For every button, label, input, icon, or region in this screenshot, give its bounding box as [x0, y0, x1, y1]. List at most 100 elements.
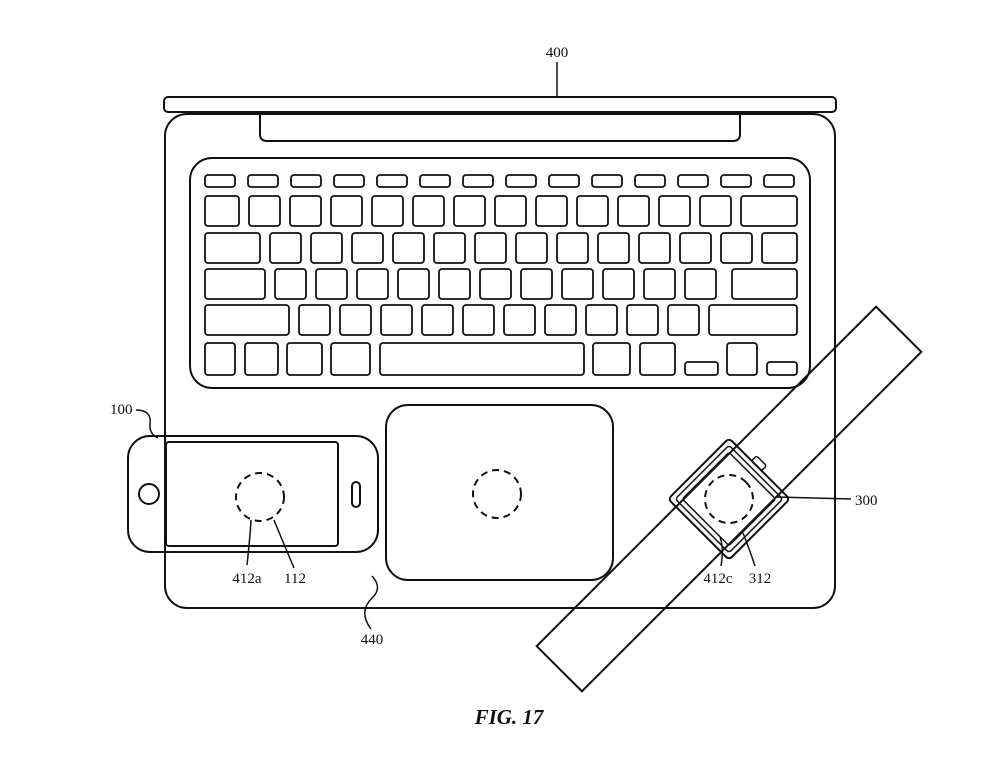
keyboard-key-11 [678, 175, 708, 187]
watch-crown [752, 456, 767, 471]
keyboard-key-5 [420, 175, 450, 187]
watch-case-inner [675, 445, 782, 552]
keyboard-key-33 [434, 233, 465, 263]
keyboard-key-39 [680, 233, 711, 263]
keyboard-key-4 [377, 175, 407, 187]
keyboard-key-46 [398, 269, 429, 299]
keyboard-key-29 [270, 233, 301, 263]
phone [128, 436, 378, 552]
phone-speaker [352, 482, 360, 507]
trackpad-coil-circle [473, 470, 521, 518]
figure-caption: FIG. 17 [474, 705, 545, 729]
keyboard-key-52 [644, 269, 675, 299]
keyboard-key-69 [287, 343, 322, 375]
keyboard-key-42 [205, 269, 265, 299]
label-412a: 412a [232, 571, 262, 587]
keyboard-key-43 [275, 269, 306, 299]
keyboard-key-48 [480, 269, 511, 299]
leader-300 [776, 497, 851, 499]
keyboard-key-27 [741, 196, 797, 226]
keyboard-key-62 [545, 305, 576, 335]
keyboard-key-71 [380, 343, 584, 375]
keyboard-key-58 [381, 305, 412, 335]
keyboard-key-21 [495, 196, 526, 226]
keyboard-key-63 [586, 305, 617, 335]
keyboard-key-44 [316, 269, 347, 299]
label-412c: 412c [703, 571, 733, 587]
keyboard-key-19 [413, 196, 444, 226]
keyboard-key-30 [311, 233, 342, 263]
keyboard-key-28 [205, 233, 260, 263]
keyboard-key-73 [640, 343, 675, 375]
keyboard-key-18 [372, 196, 403, 226]
keyboard-key-64 [627, 305, 658, 335]
keyboard-key-60 [463, 305, 494, 335]
keyboard-key-20 [454, 196, 485, 226]
label-100: 100 [110, 402, 133, 418]
leader-312 [743, 533, 755, 566]
keyboard-key-59 [422, 305, 453, 335]
keyboard-key-55 [205, 305, 289, 335]
keyboard-key-38 [639, 233, 670, 263]
label-440: 440 [361, 632, 384, 648]
label-300: 300 [855, 493, 878, 509]
label-112: 112 [284, 571, 306, 587]
keyboard-key-47 [439, 269, 470, 299]
keyboard-key-45 [357, 269, 388, 299]
keyboard-key-17 [331, 196, 362, 226]
keyboard-key-13 [764, 175, 794, 187]
keyboard-key-14 [205, 196, 239, 226]
keyboard-key-12 [721, 175, 751, 187]
keyboard-key-34 [475, 233, 506, 263]
keyboard-key-32 [393, 233, 424, 263]
keyboard-key-68 [245, 343, 278, 375]
leader-112 [274, 520, 294, 568]
laptop-hinge [260, 114, 740, 141]
label-400: 400 [546, 45, 569, 61]
keyboard-key-8 [549, 175, 579, 187]
keyboard-key-7 [506, 175, 536, 187]
keyboard-keys [205, 175, 797, 375]
keyboard-key-0 [205, 175, 235, 187]
keyboard-key-67 [205, 343, 235, 375]
keyboard-key-70 [331, 343, 370, 375]
keyboard-key-40 [721, 233, 752, 263]
keyboard-key-1 [248, 175, 278, 187]
keyboard-key-74 [685, 362, 718, 375]
phone-screen [166, 442, 338, 546]
keyboard-key-35 [516, 233, 547, 263]
keyboard-key-61 [504, 305, 535, 335]
keyboard-key-6 [463, 175, 493, 187]
keyboard-key-10 [635, 175, 665, 187]
keyboard-key-23 [577, 196, 608, 226]
keyboard-key-25 [659, 196, 690, 226]
keyboard-key-31 [352, 233, 383, 263]
trackpad [386, 405, 613, 580]
keyboard-key-36 [557, 233, 588, 263]
keyboard-key-53 [685, 269, 716, 299]
watch-case [668, 438, 790, 560]
leader-100 [136, 410, 158, 438]
keyboard-key-22 [536, 196, 567, 226]
keyboard-key-3 [334, 175, 364, 187]
keyboard-key-56 [299, 305, 330, 335]
home-button-icon [139, 484, 159, 504]
keyboard-key-16 [290, 196, 321, 226]
keyboard-key-72 [593, 343, 630, 375]
laptop-lid [164, 97, 836, 112]
keyboard-key-37 [598, 233, 629, 263]
keyboard-key-9 [592, 175, 622, 187]
keyboard-key-24 [618, 196, 649, 226]
keyboard-key-41 [762, 233, 797, 263]
leader-440 [365, 576, 378, 629]
keyboard-key-75 [727, 343, 757, 375]
watch-face [682, 452, 775, 545]
keyboard-key-15 [249, 196, 280, 226]
keyboard-key-54 [732, 269, 797, 299]
keyboard-key-65 [668, 305, 699, 335]
keyboard-key-66 [709, 305, 797, 335]
label-312: 312 [749, 571, 772, 587]
keyboard-key-50 [562, 269, 593, 299]
phone-coil-circle [236, 473, 284, 521]
